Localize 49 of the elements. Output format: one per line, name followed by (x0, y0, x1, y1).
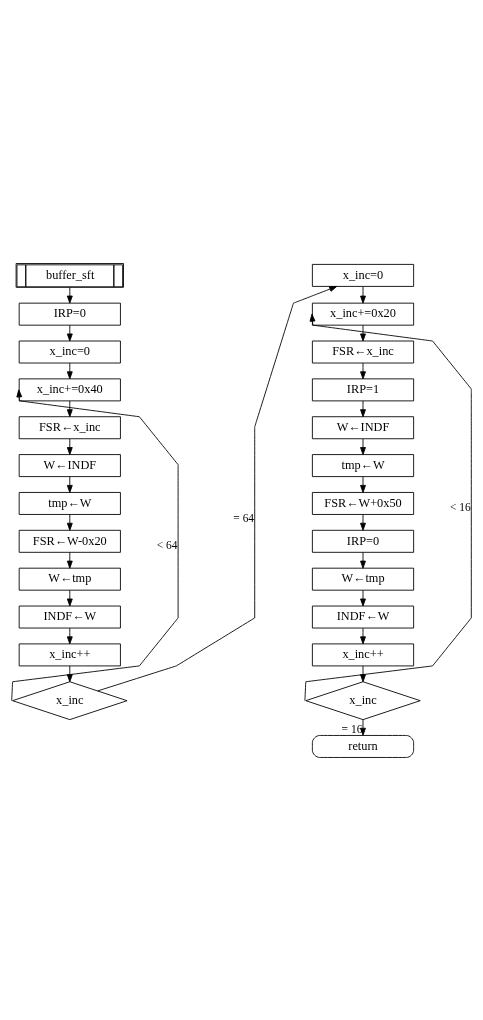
node-box: return (311, 734, 415, 758)
arrow (360, 475, 366, 493)
node-box: W←INDF (18, 453, 121, 477)
node-box: FSR←x_inc (311, 340, 415, 363)
node-box: x_inc++ (18, 642, 121, 666)
node-box: tmp←W (18, 491, 121, 515)
node-box: IRP=0 (311, 529, 415, 553)
node-box: IRP=1 (311, 377, 415, 401)
arrow (66, 627, 73, 644)
node-box: FSR←W+0x50 (311, 491, 415, 515)
node-box: IRP=0 (18, 302, 121, 326)
node-diamond: x_inc (12, 680, 128, 720)
arrow (66, 551, 73, 569)
arrow (97, 285, 338, 691)
arrow (66, 665, 73, 682)
edge-label: < 16 (449, 500, 471, 513)
edge-label: = 64 (233, 511, 255, 524)
arrow (360, 513, 366, 531)
node-box: W←tmp (311, 567, 415, 591)
node-box: x_inc=0 (18, 340, 121, 363)
arrow (360, 285, 366, 304)
arrow (360, 627, 366, 644)
node-box: x_inc++ (311, 642, 415, 666)
node-box: FSR←W-0x20 (18, 529, 121, 553)
arrow (360, 665, 366, 682)
arrow (66, 324, 73, 341)
arrow (360, 362, 366, 379)
arrow (304, 313, 472, 701)
arrow (360, 551, 366, 569)
node-box: INDF←W (311, 605, 415, 628)
node-box: W←INDF (311, 415, 415, 439)
node-box: tmp←W (311, 453, 415, 477)
edge-label: < 64 (156, 538, 178, 551)
arrow (66, 589, 73, 606)
node-box: x_inc=0 (311, 263, 415, 287)
node-box: FSR←x_inc (18, 415, 121, 439)
arrow (66, 437, 73, 455)
node-diamond: x_inc (305, 680, 421, 720)
arrow (66, 513, 73, 531)
arrow (66, 286, 73, 303)
arrow (360, 589, 366, 606)
arrow (360, 400, 366, 417)
arrow (11, 388, 179, 701)
arrow (66, 362, 73, 379)
arrow (360, 324, 366, 341)
arrow (360, 437, 366, 455)
node-box: W←tmp (18, 567, 121, 591)
node-box: INDF←W (18, 605, 121, 628)
arrow (66, 475, 73, 493)
